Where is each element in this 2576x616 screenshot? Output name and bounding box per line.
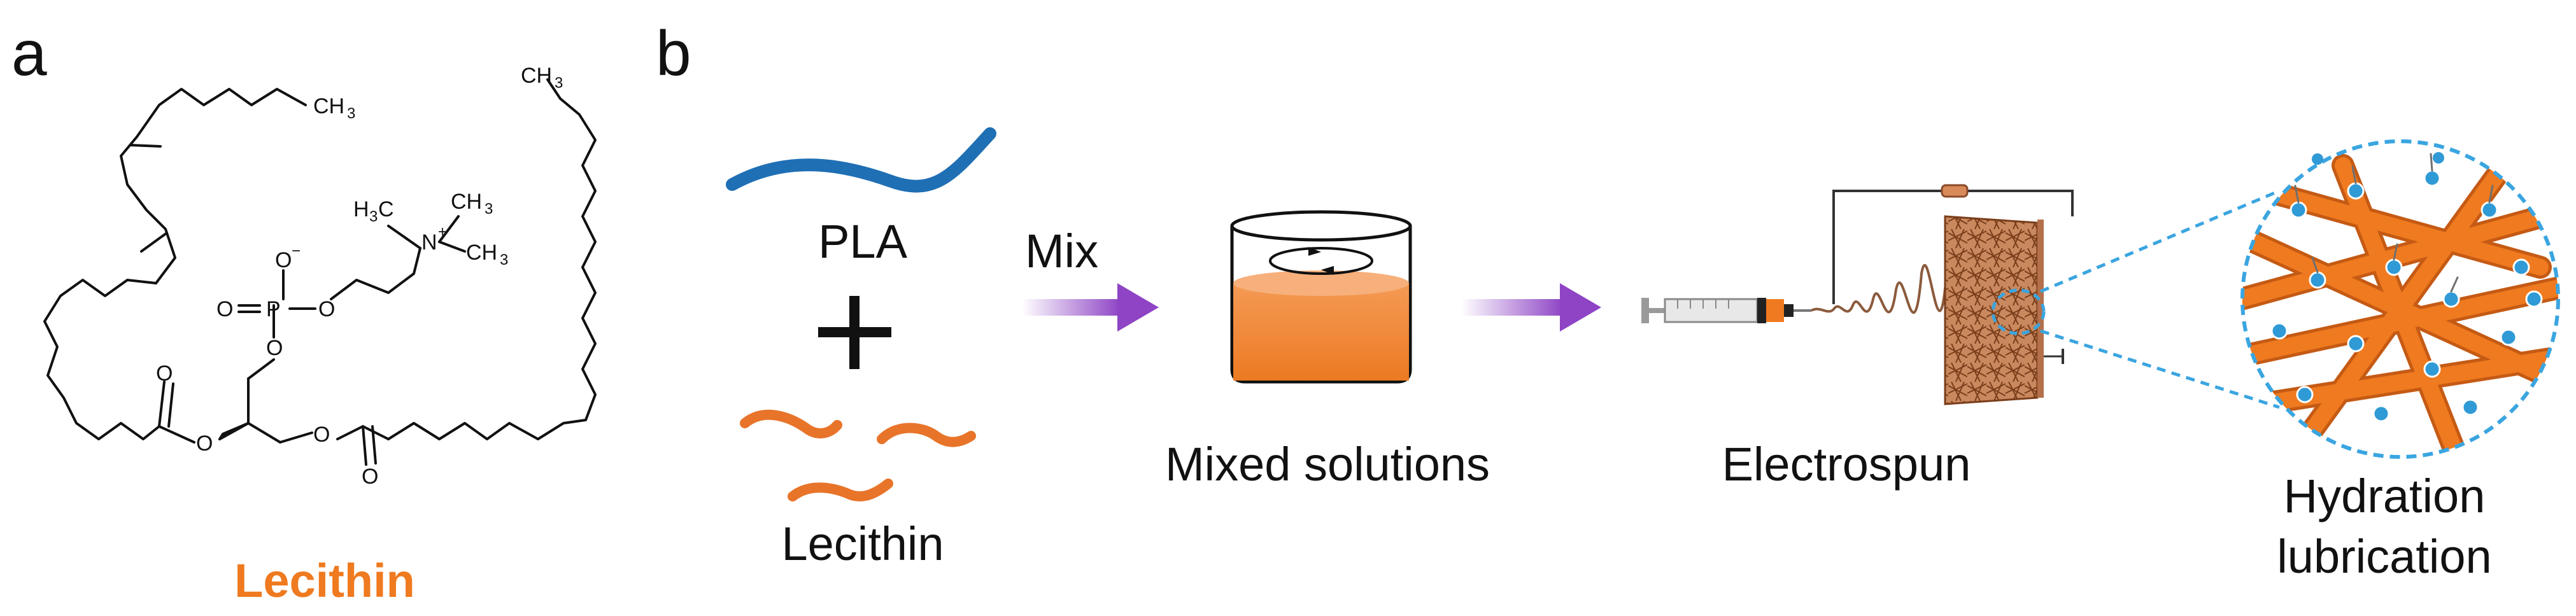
zoom-region — [1991, 288, 2046, 335]
left-chain-upper — [120, 88, 307, 284]
double-bond-2 — [140, 232, 168, 253]
lecithin-strands — [740, 409, 976, 501]
ch3-n-top-sub: 3 — [485, 200, 493, 218]
lecithin-structure — [43, 78, 597, 466]
hydration-label-line2: lubrication — [2277, 530, 2491, 583]
o-bridge-down-label: O — [266, 336, 283, 360]
ch3-label-2: CH — [521, 64, 552, 88]
h3c-sub: 3 — [369, 208, 378, 225]
o-ester-left: O — [196, 431, 213, 456]
o-bridge-right-label: O — [318, 297, 335, 321]
arrow-mix — [1022, 283, 1159, 332]
o-ester-right: O — [313, 423, 330, 447]
mix-label: Mix — [1025, 225, 1098, 277]
n-charge: + — [438, 223, 447, 241]
electrospun-label: Electrospun — [1722, 438, 1971, 491]
n-label: N — [421, 230, 437, 255]
ch3-n-right-sub: 3 — [500, 251, 508, 269]
syringe-icon — [1641, 298, 1811, 323]
panel-a-label: a — [11, 18, 47, 89]
o-minus-label: O — [275, 248, 292, 272]
panel-b-label: b — [656, 18, 691, 89]
zoom-line-bottom — [2040, 329, 2280, 409]
ch3-sub-2: 3 — [555, 74, 563, 92]
beaker-icon — [1230, 210, 1412, 384]
h3c-c: C — [378, 197, 394, 221]
o-carbonyl-right: O — [362, 465, 378, 489]
pla-strand — [726, 127, 996, 193]
zoom-line-top — [2040, 189, 2280, 293]
h3c-h: H — [353, 197, 369, 221]
o-minus-charge: − — [292, 242, 301, 260]
magnified-fibers — [2240, 139, 2560, 459]
p-label: P — [266, 297, 281, 321]
ch3-label-1: CH — [313, 94, 344, 118]
lecithin-title: Lecithin — [234, 554, 415, 607]
mixed-solutions-label: Mixed solutions — [1165, 438, 1490, 491]
lecithin-label: Lecithin — [781, 517, 944, 570]
stir-rotation-icon — [1269, 247, 1373, 275]
ch3-sub-1: 3 — [347, 105, 355, 122]
collector-plate — [1944, 215, 2064, 405]
pla-label: PLA — [818, 215, 908, 268]
ch3-n-top: CH — [451, 190, 482, 214]
hydration-label-line1: Hydration — [2284, 470, 2486, 522]
high-voltage-circuit — [1832, 184, 2074, 304]
atom-labels: CH 3 CH 3 O − O P O O N + H 3 C CH 3 CH … — [156, 64, 563, 489]
right-chain — [387, 78, 597, 440]
left-chain-lower — [43, 279, 160, 440]
arrow-electrospin — [1461, 283, 1601, 332]
double-bond-1 — [129, 144, 162, 148]
ch3-n-right: CH — [466, 241, 497, 265]
spinning-jet — [1811, 263, 1948, 314]
o-double-label: O — [216, 297, 233, 321]
plus-icon — [818, 296, 891, 369]
o-carbonyl-left: O — [156, 361, 173, 386]
